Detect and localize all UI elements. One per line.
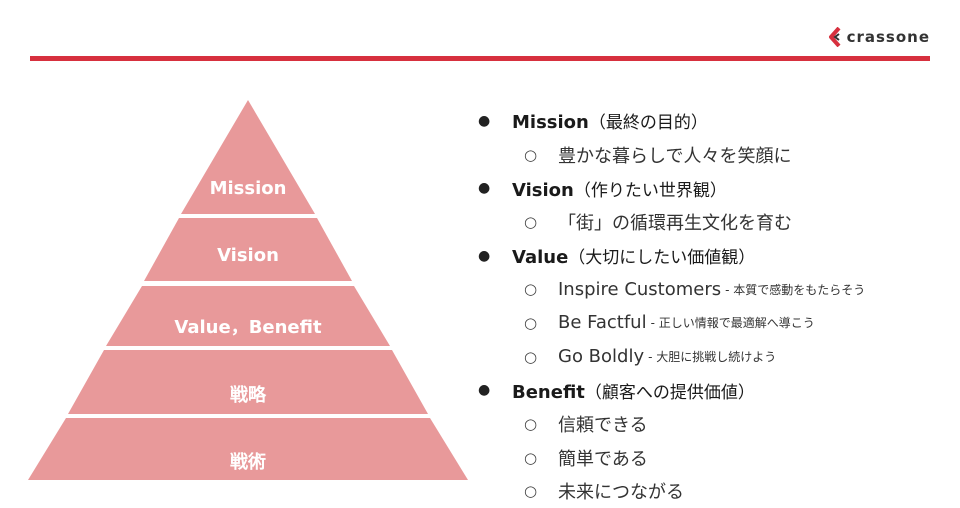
outline-item: ○ 「街」の循環再生文化を育む <box>478 205 948 239</box>
item-note: - 本質で感動をもたらそう <box>725 282 866 297</box>
brand-name: crassone <box>846 28 930 46</box>
hollow-bullet-icon: ○ <box>524 415 538 434</box>
outline-section-value: ● Value（大切にしたい価値観） <box>478 239 948 273</box>
item-text: 信頼できる <box>558 415 648 437</box>
pyramid-label-tactics: 戦術 <box>230 452 266 473</box>
item-text: Inspire Customers <box>558 278 722 300</box>
pyramid-label-vision: Vision <box>217 245 279 266</box>
outline-section-vision: ● Vision（作りたい世界観） <box>478 171 948 205</box>
outline-item: ○ Inspire Customers - 本質で感動をもたらそう <box>478 272 948 306</box>
filled-bullet-icon: ● <box>478 382 491 399</box>
section-subtitle: （最終の目的） <box>588 113 708 134</box>
outline-section-mission: ● Mission（最終の目的） <box>478 104 948 138</box>
section-subtitle: （顧客への提供価値） <box>584 382 755 403</box>
brand-logo: crassone <box>828 27 930 47</box>
outline-item: ○ 簡単である <box>478 441 948 475</box>
pyramid-label-value-benefit: Value，Benefit <box>174 317 322 338</box>
section-title: Value <box>512 247 569 269</box>
filled-bullet-icon: ● <box>478 247 491 264</box>
section-subtitle: （作りたい世界観） <box>573 180 727 201</box>
outline-item: ○ 豊かな暮らしで人々を笑顔に <box>478 138 948 172</box>
hollow-bullet-icon: ○ <box>524 448 538 467</box>
item-text: Go Boldly <box>558 346 645 368</box>
pyramid-level-mission <box>181 100 315 214</box>
section-title: Benefit <box>512 381 585 403</box>
item-text: 未来につながる <box>558 482 684 504</box>
outline-item: ○ 信頼できる <box>478 407 948 441</box>
hollow-bullet-icon: ○ <box>524 482 538 501</box>
outline-item: ○ Be Factful - 正しい情報で最適解へ導こう <box>478 306 948 340</box>
pyramid-level-vision <box>144 218 352 281</box>
logo-mark-icon <box>828 27 841 47</box>
bullet-outline: ● Mission（最終の目的） ○ 豊かな暮らしで人々を笑顔に ● Visio… <box>478 104 948 508</box>
pyramid-level-tactics <box>28 418 468 480</box>
item-text: Be Factful <box>558 312 647 334</box>
item-text: 簡単である <box>558 448 648 470</box>
outline-section-benefit: ● Benefit（顧客への提供価値） <box>478 374 948 408</box>
item-text: 「街」の循環再生文化を育む <box>558 212 792 234</box>
item-note: - 大胆に挑戦し続けよう <box>648 350 777 365</box>
pyramid-level-value <box>106 286 390 346</box>
section-subtitle: （大切にしたい価値観） <box>568 248 756 269</box>
section-title: Mission <box>512 112 589 134</box>
pyramid-label-mission: Mission <box>209 178 287 199</box>
pyramid-level-strategy <box>68 350 428 414</box>
hollow-bullet-icon: ○ <box>524 212 538 231</box>
pyramid-label-strategy: 戦略 <box>230 385 266 406</box>
hollow-bullet-icon: ○ <box>524 145 538 164</box>
hollow-bullet-icon: ○ <box>524 280 538 299</box>
outline-item: ○ Go Boldly - 大胆に挑戦し続けよう <box>478 340 948 374</box>
outline-item: ○ 未来につながる <box>478 475 948 508</box>
hollow-bullet-icon: ○ <box>524 313 538 332</box>
item-text: 豊かな暮らしで人々を笑顔に <box>558 145 792 167</box>
hollow-bullet-icon: ○ <box>524 347 538 366</box>
filled-bullet-icon: ● <box>478 112 491 129</box>
header-accent-bar <box>30 56 930 61</box>
section-title: Vision <box>512 179 574 201</box>
item-note: - 正しい情報で最適解へ導こう <box>650 316 815 331</box>
filled-bullet-icon: ● <box>478 180 491 197</box>
